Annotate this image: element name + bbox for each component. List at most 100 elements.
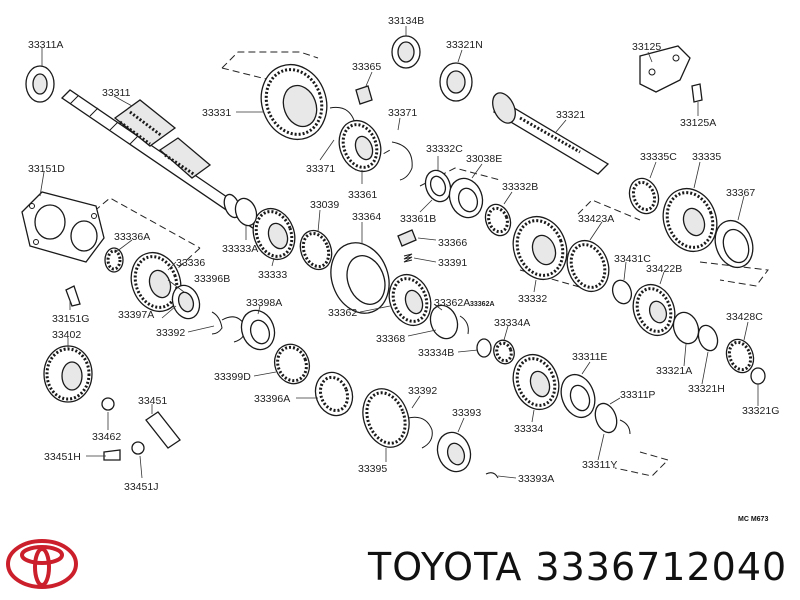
key-33366 xyxy=(397,229,417,247)
label-33451: 33451 xyxy=(138,395,167,407)
gear-33422B xyxy=(632,283,676,337)
label-33462: 33462 xyxy=(92,431,121,443)
ring-33367 xyxy=(714,219,754,269)
label-33336A: 33336A xyxy=(114,231,150,243)
label-33311E: 33311E xyxy=(572,351,607,363)
gear-33335 xyxy=(662,187,718,253)
counter-shaft-33321 xyxy=(492,92,610,175)
ring-33399D xyxy=(273,343,311,385)
label-33428C: 33428C xyxy=(726,311,763,323)
label-33134B: 33134B xyxy=(388,15,424,27)
footer-brand-part-number: TOYOTA 3336712040 xyxy=(368,545,788,589)
label-33367: 33367 xyxy=(726,187,755,199)
label-33397A: 33397A xyxy=(118,309,154,321)
ring-33368 xyxy=(429,304,469,340)
label-33365: 33365 xyxy=(352,61,381,73)
gear-33361 xyxy=(338,119,382,173)
label-33362A-small: 33362A xyxy=(470,301,495,308)
label-33398A: 33398A xyxy=(246,297,282,309)
label-33125: 33125 xyxy=(632,41,661,53)
ring-33311P xyxy=(594,402,631,435)
label-33039: 33039 xyxy=(310,199,339,211)
label-33336: 33336 xyxy=(176,257,205,269)
bearing-33336A xyxy=(104,247,124,273)
label-33361B: 33361B xyxy=(400,213,436,225)
sleeve-33331 xyxy=(260,64,328,140)
bearing-33321A xyxy=(672,311,719,352)
hub-33398A xyxy=(240,309,276,351)
gear-33336 xyxy=(130,251,182,313)
label-33423A: 33423A xyxy=(578,213,614,225)
label-33332: 33332 xyxy=(518,293,547,305)
hub-33362 xyxy=(388,273,432,327)
ring-33396B xyxy=(171,284,223,335)
label-33321H: 33321H xyxy=(688,383,725,395)
label-33321N: 33321N xyxy=(446,39,483,51)
ring-33361B xyxy=(424,169,452,203)
label-33395: 33395 xyxy=(358,463,387,475)
bearing-33332B xyxy=(484,203,512,237)
label-33151G: 33151G xyxy=(52,313,89,325)
label-33451J: 33451J xyxy=(124,481,158,493)
label-33402: 33402 xyxy=(52,329,81,341)
label-33321: 33321 xyxy=(556,109,585,121)
bearing-retainer-plate xyxy=(21,191,105,263)
label-33393: 33393 xyxy=(452,407,481,419)
label-33392: 33392 xyxy=(156,327,185,339)
label-33391: 33391 xyxy=(438,257,467,269)
label-33332B: 33332B xyxy=(502,181,538,193)
bearing-33321N xyxy=(439,62,473,102)
hub-33393 xyxy=(436,431,499,479)
label-33392-center: 33392 xyxy=(408,385,437,397)
label-33311A: 33311A xyxy=(28,39,63,51)
label-33331: 33331 xyxy=(202,107,231,119)
label-33333: 33333 xyxy=(258,269,287,281)
bracket-33125 xyxy=(639,45,703,103)
gear-33332 xyxy=(512,215,568,281)
gear-33423A xyxy=(566,239,633,305)
label-33125A: 33125A xyxy=(680,117,716,129)
bearing-33334B xyxy=(476,338,515,365)
bearing-33335C xyxy=(628,177,660,215)
ring-33039 xyxy=(299,229,333,271)
ring-33392b xyxy=(407,416,433,449)
label-33368: 33368 xyxy=(376,333,405,345)
label-33334B: 33334B xyxy=(418,347,454,359)
gear-33333 xyxy=(234,197,296,261)
key-33365 xyxy=(355,85,373,105)
label-33396B: 33396B xyxy=(194,273,230,285)
label-33332C: 33332C xyxy=(426,143,463,155)
idler-shaft-33451 xyxy=(65,285,181,461)
bearing-33311A xyxy=(25,65,55,103)
ring-33038E xyxy=(448,177,484,219)
label-33334: 33334 xyxy=(514,423,543,435)
label-33431C: 33431C xyxy=(614,253,651,265)
label-33311P: 33311P xyxy=(620,389,655,401)
label-33311: 33311 xyxy=(102,87,131,99)
label-33151D: 33151D xyxy=(28,163,65,175)
diagram-code: MC M673 xyxy=(738,516,769,523)
label-33422B: 33422B xyxy=(646,263,682,275)
label-33362A: 33362A xyxy=(434,297,470,309)
label-33371-left: 33371 xyxy=(306,163,335,175)
label-33333A: 33333A xyxy=(222,243,258,255)
label-33399D: 33399D xyxy=(214,371,251,383)
label-33361: 33361 xyxy=(348,189,377,201)
part-labels: 33311A 33311 33151D 33336A 33336 33396B … xyxy=(28,15,779,493)
label-33371-right: 33371 xyxy=(388,107,417,119)
label-33311Y: 33311Y xyxy=(582,459,617,471)
label-33393A: 33393A xyxy=(518,473,554,485)
label-33366: 33366 xyxy=(438,237,467,249)
label-33335: 33335 xyxy=(692,151,721,163)
gear-33334 xyxy=(512,353,560,411)
label-33038E: 33038E xyxy=(466,153,502,165)
spring-33391 xyxy=(403,253,413,263)
label-33321G: 33321G xyxy=(742,405,779,417)
gear-33428C xyxy=(725,338,766,385)
label-33396A: 33396A xyxy=(254,393,290,405)
label-33451H: 33451H xyxy=(44,451,81,463)
bearing-33311E xyxy=(560,373,596,419)
label-33335C: 33335C xyxy=(640,151,677,163)
label-33364: 33364 xyxy=(352,211,381,223)
